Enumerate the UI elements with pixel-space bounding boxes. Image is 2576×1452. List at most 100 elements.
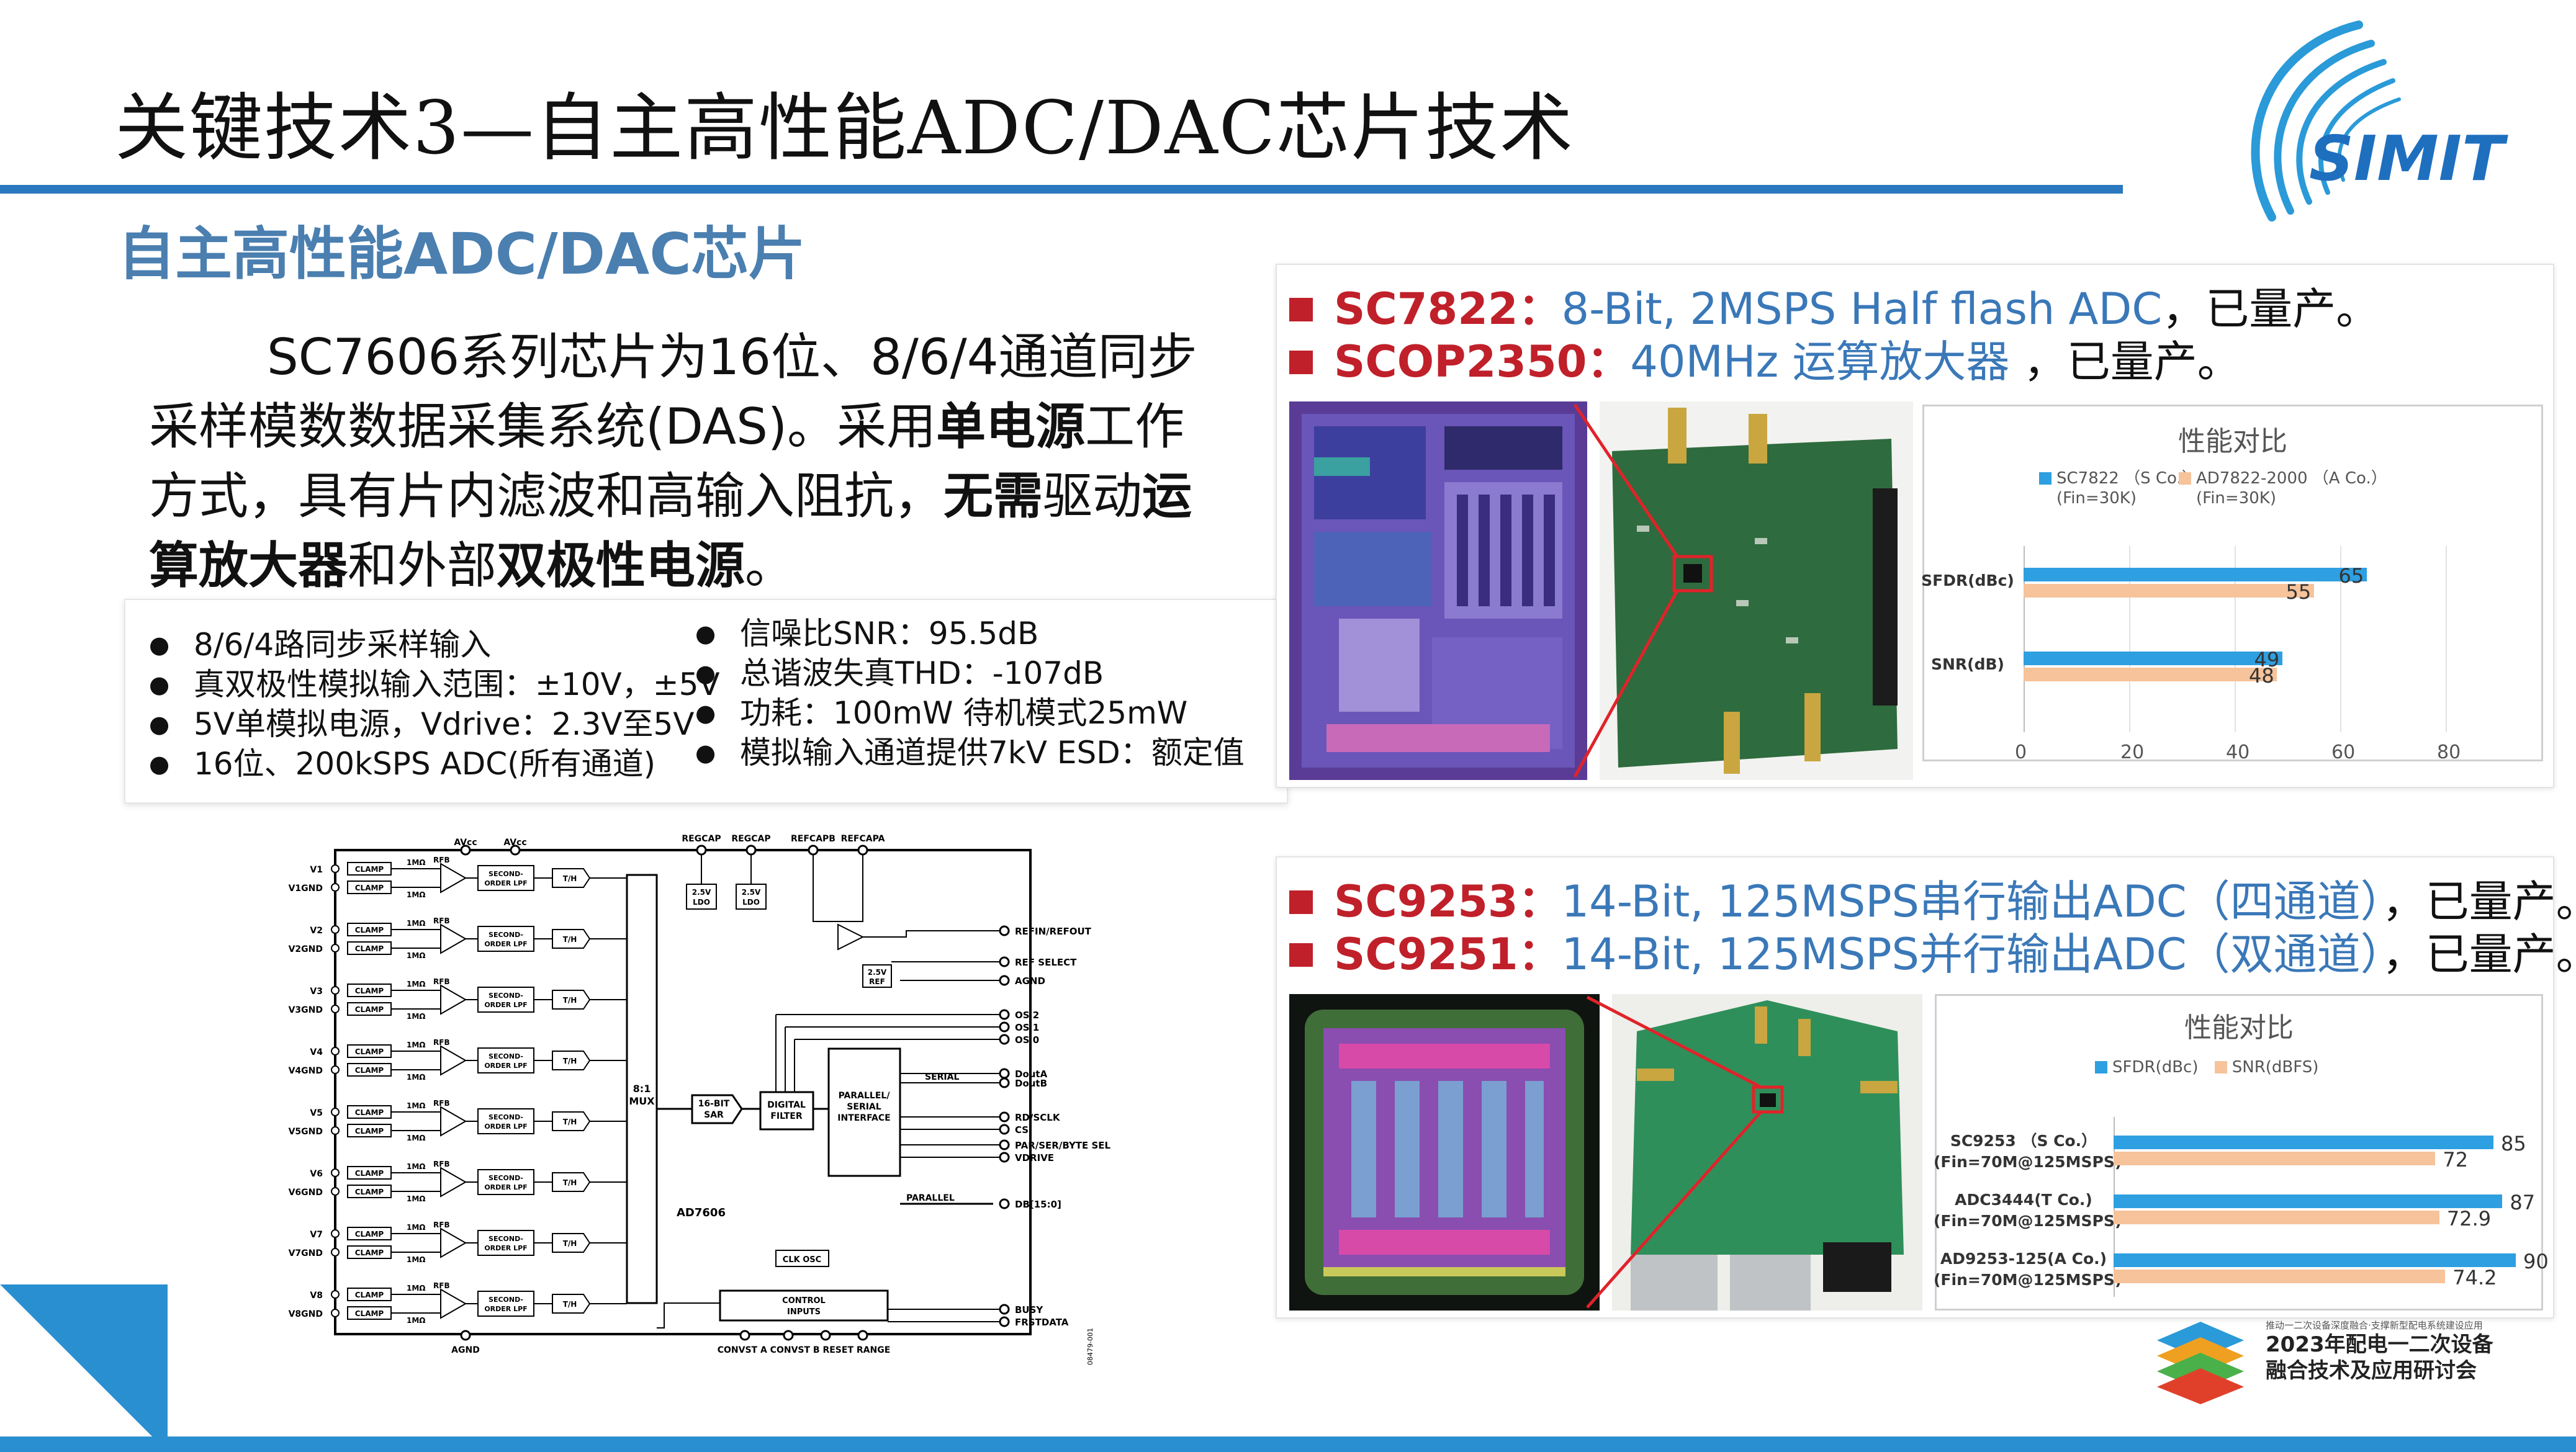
amplifier xyxy=(440,1106,467,1137)
sar-block xyxy=(691,1094,743,1124)
amplifier xyxy=(440,1167,467,1198)
sar-label: SAR xyxy=(704,1110,724,1120)
filter-label: DIGITAL xyxy=(767,1100,806,1110)
rfb-label: RFB xyxy=(433,1281,450,1290)
lpf-label: SECOND- xyxy=(489,1174,523,1182)
pin-label: AGND xyxy=(451,1345,480,1355)
rfb-label: RFB xyxy=(433,856,450,864)
clamp-label: CLAMP xyxy=(355,1248,384,1257)
amplifier xyxy=(440,1227,467,1258)
channel-gnd-label: V8GND xyxy=(289,1309,323,1319)
slide-title: 关键技术3—自主高性能ADC/DAC芯片技术 xyxy=(115,85,1575,171)
clamp-label: CLAMP xyxy=(355,1127,384,1136)
data-label: 48 xyxy=(2249,664,2274,688)
legend-swatch xyxy=(2095,1061,2107,1073)
spec-item: 5V单模拟电源，Vdrive：2.3V至5V xyxy=(138,704,720,744)
pin-label: CONVST A CONVST B RESET RANGE xyxy=(718,1345,891,1355)
th-label: T/H xyxy=(563,1057,577,1065)
bullet-square xyxy=(1289,351,1313,374)
rfb-label: RFB xyxy=(433,977,450,986)
amplifier xyxy=(440,863,467,894)
channel-label: V2 xyxy=(310,926,323,936)
input-pin xyxy=(331,944,340,952)
product-description: 14-Bit, 125MSPS并行输出ADC（双通道） xyxy=(1561,929,2382,980)
chip-die-photo xyxy=(1289,401,1587,780)
grid-line xyxy=(2340,546,2341,732)
resistor-label: 1MΩ xyxy=(407,1101,426,1110)
intro-text: SC7606系列芯片为16位、8/6/4通道同步采样模数数据采集系统(DAS)。… xyxy=(149,328,1197,455)
intro-bold: 双极性电源 xyxy=(497,537,745,594)
channel-label: V7 xyxy=(310,1230,323,1240)
chip-die-photo xyxy=(1289,994,1600,1311)
interface-label: PARALLEL/ xyxy=(839,1091,891,1101)
channel-gnd-label: V4GND xyxy=(289,1066,323,1076)
performance-chart-top: 性能对比 SC7822 （S Co.） (Fin=30K) AD7822-200… xyxy=(1921,405,2543,763)
th-label: T/H xyxy=(563,874,577,883)
track-hold-block xyxy=(552,1233,591,1253)
pin-label: AVcc xyxy=(503,838,526,848)
clamp-label: CLAMP xyxy=(355,944,384,953)
input-pin xyxy=(331,1168,340,1177)
resistor-label: 1MΩ xyxy=(407,1223,426,1232)
th-label: T/H xyxy=(563,1239,577,1248)
resistor-label: 1MΩ xyxy=(407,919,426,928)
x-tick-label: 60 xyxy=(2331,742,2356,763)
pin-label: OS 1 xyxy=(1015,1022,1039,1033)
chart-bar xyxy=(2114,1136,2493,1149)
input-pin xyxy=(331,1248,340,1257)
mux-block xyxy=(626,874,658,1304)
pin-label: BUSY xyxy=(1015,1304,1043,1315)
spec-item: 总谐波失真THD：-107dB xyxy=(684,653,1245,693)
input-pin xyxy=(331,1126,340,1135)
category-label-line: (Fin=70M@125MSPS) xyxy=(1934,1271,2122,1289)
pin-label: DB[15:0] xyxy=(1015,1199,1061,1210)
th-label: T/H xyxy=(563,935,577,944)
input-pin xyxy=(331,1065,340,1074)
clamp-label: CLAMP xyxy=(355,1309,384,1318)
ldo-label: 2.5V xyxy=(742,888,761,897)
lpf-label: SECOND- xyxy=(489,931,523,939)
th-label: T/H xyxy=(563,1178,577,1187)
clamp-label: CLAMP xyxy=(355,865,384,874)
chart-bar xyxy=(2114,1270,2446,1283)
resistor-label: 1MΩ xyxy=(407,980,426,988)
pin-label: REGCAP xyxy=(731,834,770,844)
channel-gnd-label: V1GND xyxy=(289,884,323,894)
channel-gnd-label: V7GND xyxy=(289,1248,323,1258)
data-label: 65 xyxy=(2338,564,2364,588)
input-pin xyxy=(331,1309,340,1317)
pin-label: REF SELECT xyxy=(1015,957,1077,968)
lpf-label: ORDER LPF xyxy=(484,1244,527,1252)
clamp-label: CLAMP xyxy=(355,1291,384,1299)
legend-label: SFDR(dBc) xyxy=(2112,1058,2199,1077)
product-line: SCOP2350：40MHz 运算放大器 ，已量产。 xyxy=(1289,327,2241,390)
footer-title: 2023年配电一二次设备 xyxy=(2266,1332,2493,1357)
intro-paragraph: SC7606系列芯片为16位、8/6/4通道同步采样模数数据采集系统(DAS)。… xyxy=(149,323,1229,601)
chart-title: 性能对比 xyxy=(2178,426,2287,457)
diagram-title: AD7606 xyxy=(677,1206,726,1219)
data-label: 87 xyxy=(2510,1191,2536,1214)
clk-osc-block xyxy=(775,1250,829,1267)
spec-item: 模拟输入通道提供7kV ESD：额定值 xyxy=(684,733,1245,773)
intro-bold: 无需 xyxy=(943,467,1043,525)
control-label: CONTROL xyxy=(782,1296,826,1306)
pcb-board-photo xyxy=(1612,994,1922,1311)
th-label: T/H xyxy=(563,996,577,1005)
legend-label: SC7822 （S Co.） xyxy=(2056,469,2198,488)
amplifier xyxy=(440,923,467,954)
legend-label: (Fin=30K) xyxy=(2056,489,2137,508)
x-tick-label: 40 xyxy=(2226,742,2250,763)
legend-label: (Fin=30K) xyxy=(2196,489,2276,508)
legend-swatch xyxy=(2179,472,2191,485)
bullet-square xyxy=(1289,298,1313,321)
product-line: SC9253：14-Bit, 125MSPS串行输出ADC（四通道），已量产。 xyxy=(1289,867,2576,930)
ldo-block xyxy=(736,884,767,910)
data-label: 85 xyxy=(2501,1132,2526,1155)
resistor-label: 1MΩ xyxy=(407,1041,426,1049)
bullet-square xyxy=(1289,943,1313,967)
parallel-label: PARALLEL xyxy=(906,1193,955,1203)
product-number: SC9251： xyxy=(1334,929,1562,980)
amplifier xyxy=(440,1045,467,1076)
product-description: 40MHz 运算放大器 xyxy=(1630,336,2024,387)
